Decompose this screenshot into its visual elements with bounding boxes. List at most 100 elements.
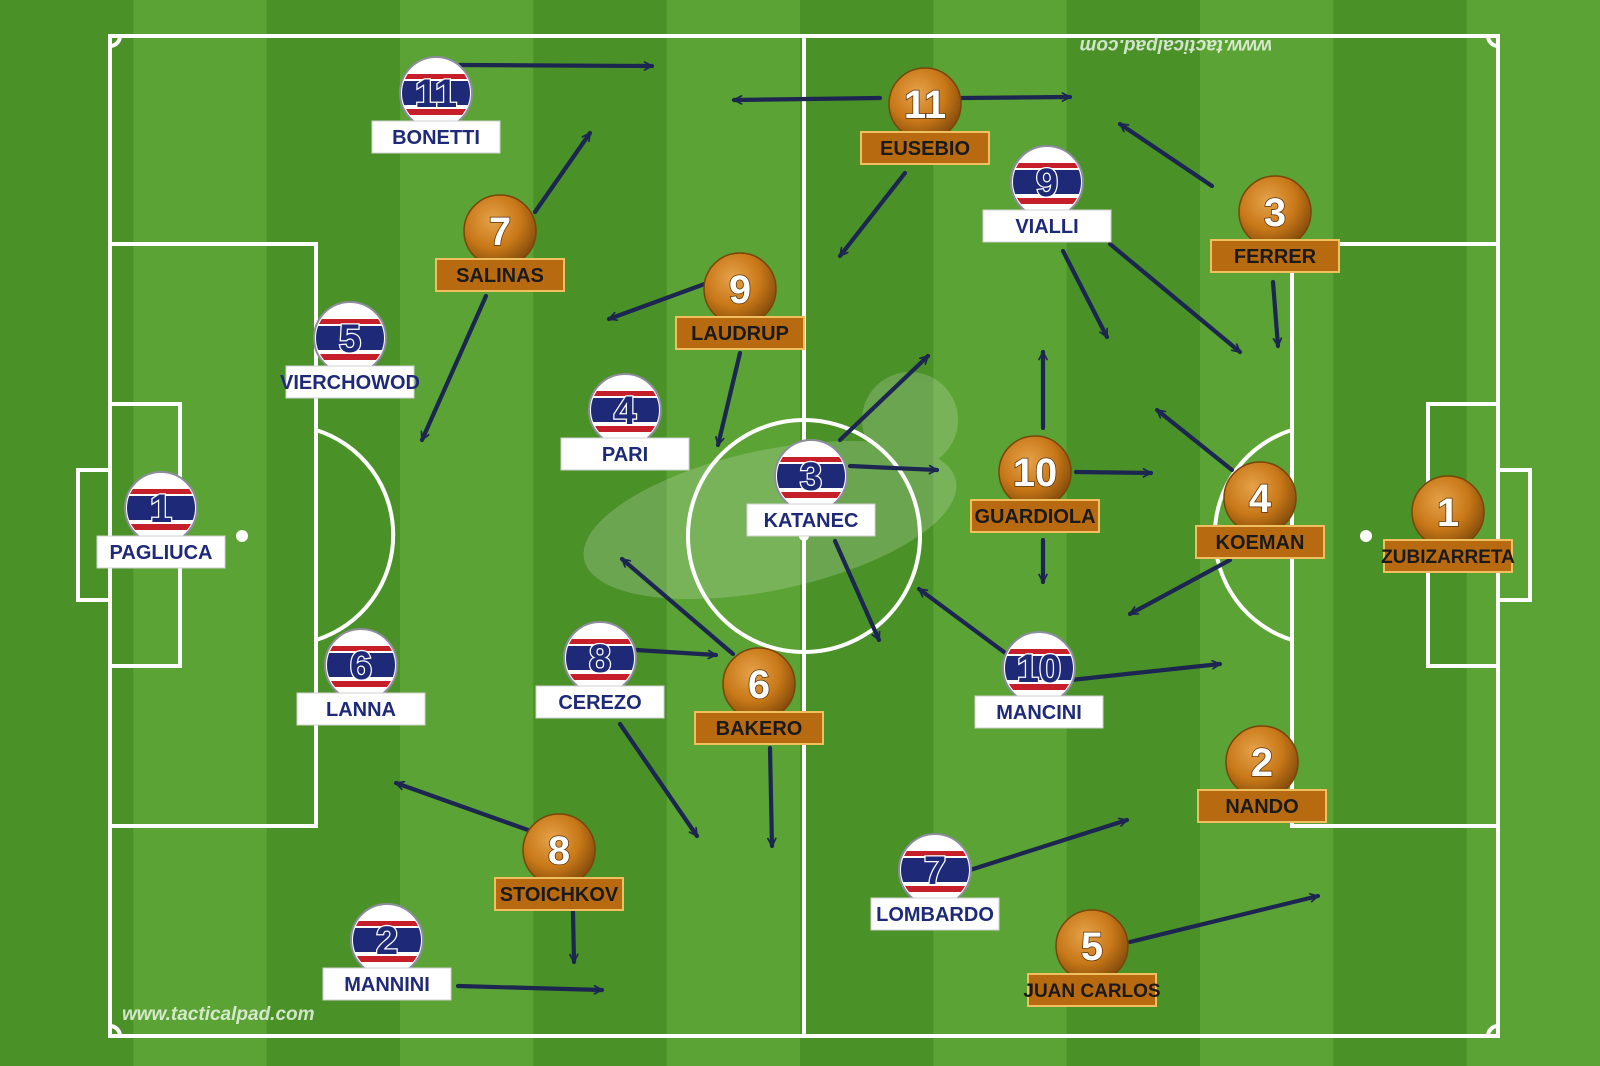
- player-number: 10: [1017, 647, 1062, 691]
- player-name-label: SALINAS: [456, 265, 544, 287]
- player-name-plate: [694, 711, 824, 745]
- player-number: 11: [415, 72, 457, 116]
- movement-arrow: [619, 556, 736, 657]
- movement-arrow: [1060, 248, 1110, 340]
- player-name-plate: [870, 897, 1000, 931]
- center-circle: [686, 418, 922, 654]
- player-name-plate: [974, 695, 1104, 729]
- player-striped-shirt-icon: [774, 439, 848, 513]
- player-number: 10: [1013, 451, 1058, 495]
- grass-stripe: [0, 0, 135, 1066]
- player-number: 7: [489, 210, 511, 254]
- player-number: 9: [729, 268, 751, 312]
- corner-arc-top-right: [1486, 35, 1499, 48]
- movement-arrow: [959, 92, 1073, 102]
- player-name-label: NANDO: [1225, 796, 1298, 818]
- movement-arrow: [1270, 279, 1283, 349]
- movement-arrow: [1127, 557, 1233, 617]
- movement-arrow: [837, 353, 931, 443]
- player-striped-shirt-icon: [588, 373, 662, 447]
- player-name-plate: [970, 499, 1100, 533]
- player-striped-shirt-icon: [124, 471, 198, 545]
- movement-arrow: [967, 817, 1130, 873]
- player-name-label: JUAN CARLOS: [1023, 981, 1160, 1002]
- player-number: 1: [1437, 491, 1459, 535]
- movement-arrow: [847, 463, 940, 475]
- player-name-label: MANNINI: [344, 974, 430, 996]
- player-name-label: PARI: [602, 444, 648, 466]
- player-name-plate: [494, 877, 624, 911]
- player-name-plate: [296, 692, 426, 726]
- watermark-top: www.tacticalpad.com: [1079, 35, 1272, 56]
- player-striped-shirt-icon: [399, 56, 473, 130]
- player-name-plate: [371, 120, 501, 154]
- movement-arrow: [1073, 468, 1154, 478]
- movement-arrow: [731, 95, 883, 105]
- player-name-label: KOEMAN: [1216, 532, 1305, 554]
- grass-stripe: [266, 0, 401, 1066]
- player-name-plate: [860, 131, 990, 165]
- movement-arrow: [633, 647, 719, 660]
- movement-arrow: [455, 983, 605, 995]
- player-number: 4: [1249, 477, 1272, 521]
- player-name-label: BAKERO: [716, 718, 803, 740]
- corner-arc-bottom-right: [1486, 1024, 1499, 1037]
- player-name-label: MANCINI: [996, 702, 1082, 724]
- player-name-label: EUSEBIO: [880, 138, 970, 160]
- movement-arrow: [916, 586, 1015, 661]
- player-number: 6: [350, 644, 372, 688]
- player-number: 3: [1264, 191, 1286, 235]
- movement-arrow: [617, 721, 700, 839]
- player-striped-shirt-icon: [313, 301, 387, 375]
- player-name-plate: [560, 437, 690, 471]
- player-name-label: LOMBARDO: [876, 904, 994, 926]
- player-name-plate: [535, 685, 665, 719]
- player-number: 3: [800, 455, 822, 499]
- left-penalty-spot: [236, 530, 248, 542]
- player-name-label: LANNA: [326, 699, 396, 721]
- player-number: 7: [924, 849, 946, 893]
- player-name-label: PAGLIUCA: [110, 542, 213, 564]
- players-layer: 1PAGLIUCA2MANNINI3KATANEC4PARI5VIERCHOWO…: [96, 56, 1515, 1007]
- player-number: 8: [548, 829, 570, 873]
- movement-arrow: [766, 745, 777, 849]
- player-name-label: KATANEC: [764, 510, 859, 532]
- player-name-plate: [435, 258, 565, 292]
- player-name-plate: [746, 503, 876, 537]
- player-name-label: VIALLI: [1015, 216, 1078, 238]
- player-number: 6: [748, 663, 770, 707]
- player-name-label: VIERCHOWOD: [280, 372, 420, 394]
- right-goal: [1496, 468, 1532, 602]
- movement-arrow: [419, 293, 489, 443]
- player-number: 2: [376, 919, 398, 963]
- movement-arrow: [606, 279, 713, 322]
- player-number: 4: [614, 389, 637, 433]
- left-goal: [76, 468, 112, 602]
- movement-arrow: [1127, 893, 1321, 945]
- player-striped-shirt-icon: [1002, 631, 1076, 705]
- player-name-label: STOICHKOV: [500, 884, 619, 906]
